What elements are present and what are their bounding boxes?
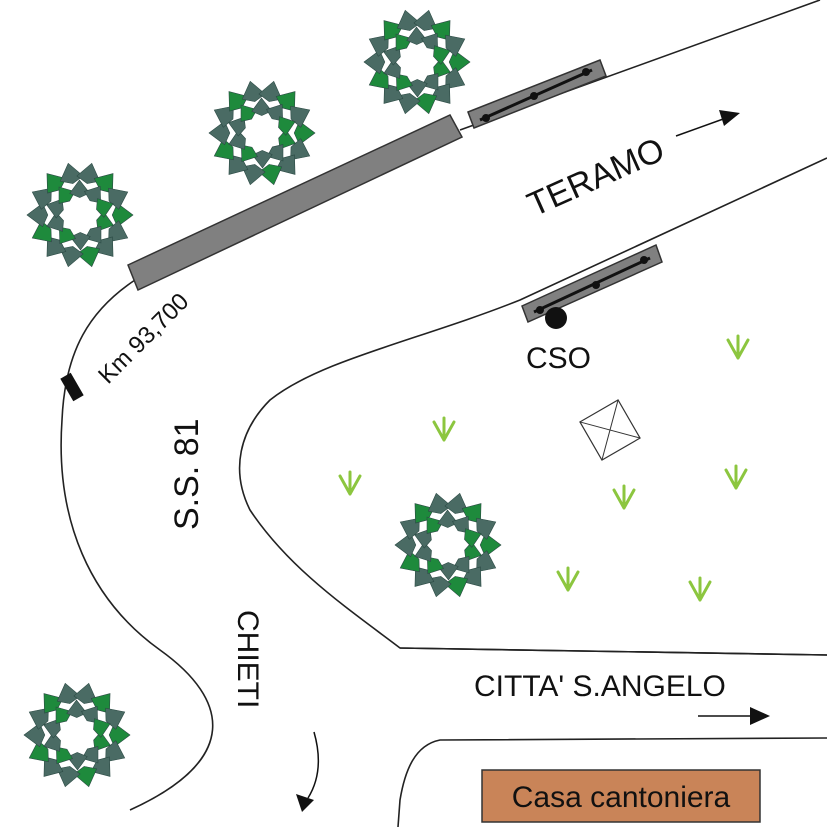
arrow-chieti-icon <box>296 731 319 812</box>
upper-bench <box>467 59 607 129</box>
road-ss81-outer-edge <box>60 279 214 811</box>
arrow-citta-icon <box>698 707 770 725</box>
km-label: Km 93,700 <box>93 288 194 389</box>
casa-cantoniera-building: Casa cantoniera <box>481 769 761 823</box>
citta-label: CITTA' S.ANGELO <box>474 670 726 703</box>
grass-tuft-icon <box>556 566 580 592</box>
trees <box>23 9 502 788</box>
grass-tufts <box>338 334 750 602</box>
grass-tuft-icon <box>726 334 750 360</box>
km-marker-icon <box>60 372 84 402</box>
cso-point-icon <box>545 307 567 329</box>
tree-icon <box>26 162 134 268</box>
cso-label: CSO <box>526 342 591 375</box>
arrow-teramo-icon <box>675 110 740 137</box>
tree-icon <box>208 80 316 186</box>
casa-cantoniera-label: Casa cantoniera <box>512 781 731 814</box>
road-teramo-lower-edge <box>238 157 827 656</box>
grass-tuft-icon <box>688 576 712 602</box>
grass-tuft-icon <box>432 416 456 442</box>
road-citta-upper-edge <box>399 647 827 656</box>
ss81-label: S.S. 81 <box>168 418 206 530</box>
teramo-label: TERAMO <box>522 130 670 224</box>
lower-bench <box>521 243 663 324</box>
crossed-box-icon <box>579 399 641 461</box>
grass-tuft-icon <box>724 464 748 490</box>
grass-tuft-icon <box>612 484 636 510</box>
grass-tuft-icon <box>338 470 362 496</box>
tree-icon <box>394 492 502 598</box>
long-platform <box>127 114 464 292</box>
tree-icon <box>363 9 471 115</box>
tree-icon <box>23 682 131 788</box>
chieti-label: CHIETI <box>231 610 264 708</box>
road-citta-lower-edge <box>397 737 827 827</box>
